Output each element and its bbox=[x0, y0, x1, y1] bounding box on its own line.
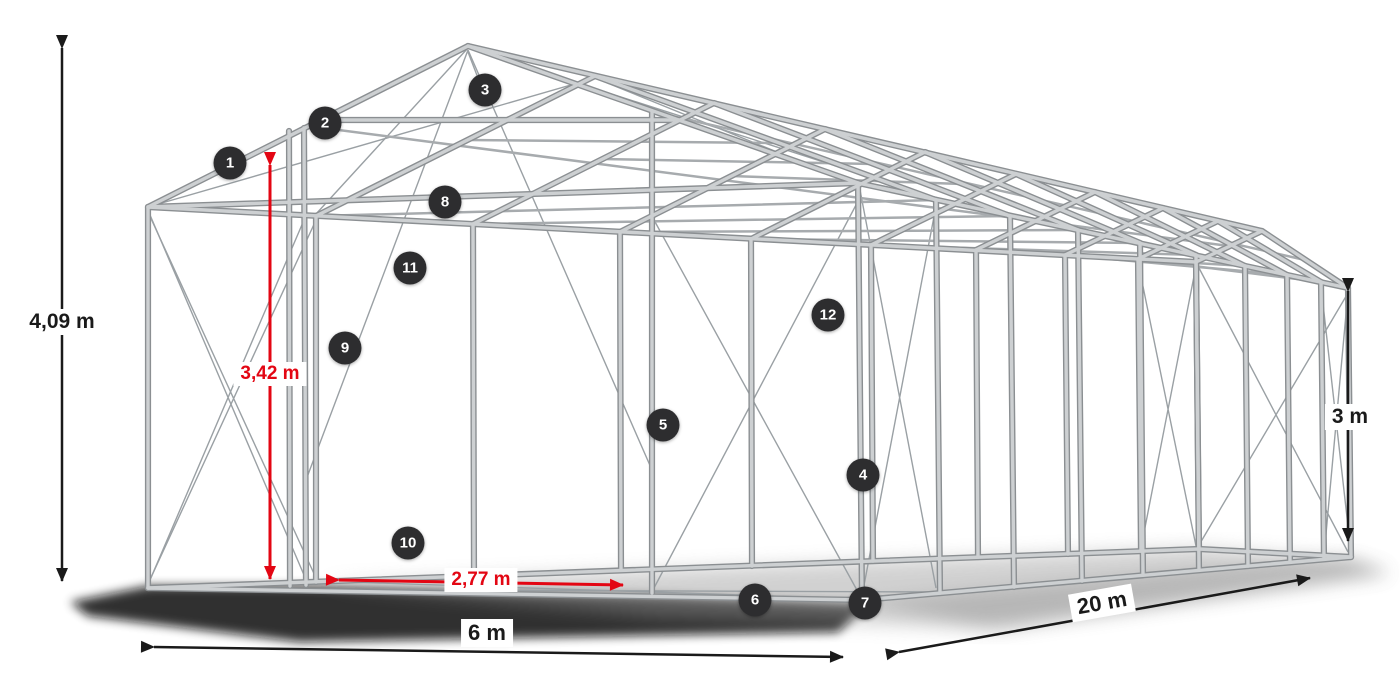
dimension-label-front-width: 6 m bbox=[461, 619, 513, 647]
dimension-label-side-height: 3 m bbox=[1324, 404, 1376, 430]
callout-badge-1: 1 bbox=[213, 146, 247, 180]
dimension-label-total-height: 4,09 m bbox=[22, 309, 102, 335]
callout-badge-11: 11 bbox=[393, 251, 427, 285]
arrow-front-width bbox=[140, 640, 844, 663]
callout-badge-6: 6 bbox=[738, 583, 772, 617]
callout-badge-4: 4 bbox=[846, 458, 880, 492]
callout-badge-8: 8 bbox=[428, 185, 462, 219]
callout-badge-5: 5 bbox=[646, 408, 680, 442]
callout-badge-3: 3 bbox=[468, 73, 502, 107]
dimension-label-door-height: 3,42 m bbox=[233, 362, 307, 386]
callout-badge-12: 12 bbox=[811, 298, 845, 332]
dimension-label-door-width: 2,77 m bbox=[444, 568, 518, 592]
callout-badge-9: 9 bbox=[328, 331, 362, 365]
callout-badge-10: 10 bbox=[391, 526, 425, 560]
callout-badge-2: 2 bbox=[308, 106, 342, 140]
callout-badge-7: 7 bbox=[848, 586, 882, 620]
